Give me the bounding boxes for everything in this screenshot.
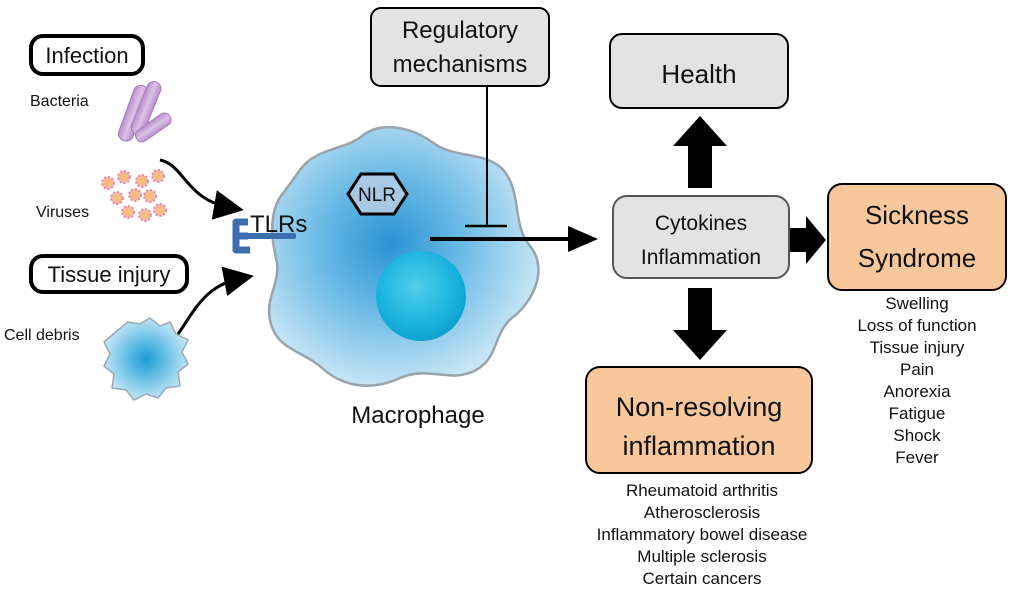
arrow-to-health xyxy=(673,116,727,188)
infection-arrow xyxy=(159,158,244,220)
viruses-icon xyxy=(101,169,167,222)
cell-debris-label: Cell debris xyxy=(4,327,80,344)
tlrs-label: TLRs xyxy=(250,211,307,238)
tissue-injury-label: Tissue injury xyxy=(48,262,171,287)
symptom-item: Fatigue xyxy=(889,404,946,423)
nonresolving-line1: Non-resolving xyxy=(616,392,783,422)
symptom-item: Anorexia xyxy=(883,382,951,401)
infection-label-box: Infection xyxy=(29,34,145,76)
sickness-line2: Syndrome xyxy=(858,243,977,273)
infection-label: Infection xyxy=(45,43,128,68)
disease-item: Inflammatory bowel disease xyxy=(597,525,808,544)
nonresolving-diseases-list: Rheumatoid arthritis Atherosclerosis Inf… xyxy=(597,481,808,588)
sickness-line1: Sickness xyxy=(865,200,969,230)
sickness-symptoms-list: Swelling Loss of function Tissue injury … xyxy=(857,294,976,467)
disease-item: Certain cancers xyxy=(642,569,761,588)
nlr-marker: NLR xyxy=(346,172,409,216)
bacteria-icon xyxy=(117,81,172,143)
nlr-label: NLR xyxy=(358,185,396,206)
bacteria-label: Bacteria xyxy=(30,93,89,110)
tissue-injury-arrow xyxy=(176,266,254,335)
sickness-syndrome-box: Sickness Syndrome xyxy=(827,183,1007,291)
arrow-to-nonresolving xyxy=(673,288,727,360)
health-label: Health xyxy=(661,59,736,89)
macrophage-label: Macrophage xyxy=(351,402,484,429)
disease-item: Atherosclerosis xyxy=(644,503,760,522)
cell-debris-icon xyxy=(103,317,190,401)
viruses-label: Viruses xyxy=(36,204,89,221)
symptom-item: Fever xyxy=(895,448,939,467)
activation-arrowhead xyxy=(568,226,598,252)
cytokines-inflammation-box: Cytokines Inflammation xyxy=(612,195,790,279)
regulatory-mechanisms-box: Regulatory mechanisms xyxy=(370,7,550,87)
macrophage-nucleus xyxy=(376,251,466,341)
symptom-item: Shock xyxy=(893,426,941,445)
tlr-receptor-bar xyxy=(238,233,296,239)
symptom-item: Loss of function xyxy=(857,316,976,335)
symptom-item: Swelling xyxy=(885,294,948,313)
cytokines-line2: Inflammation xyxy=(641,246,761,269)
regulatory-line2: mechanisms xyxy=(393,51,528,78)
health-box: Health xyxy=(609,33,789,109)
arrow-to-sickness xyxy=(790,216,826,264)
disease-item: Multiple sclerosis xyxy=(637,547,766,566)
nonresolving-line2: inflammation xyxy=(622,431,775,461)
regulatory-line1: Regulatory xyxy=(402,17,518,44)
symptom-item: Pain xyxy=(900,360,934,379)
disease-item: Rheumatoid arthritis xyxy=(626,481,778,500)
cytokines-line1: Cytokines xyxy=(655,212,747,235)
nonresolving-inflammation-box: Non-resolving inflammation xyxy=(585,366,813,474)
tissue-injury-label-box: Tissue injury xyxy=(29,254,189,294)
symptom-item: Tissue injury xyxy=(870,338,965,357)
